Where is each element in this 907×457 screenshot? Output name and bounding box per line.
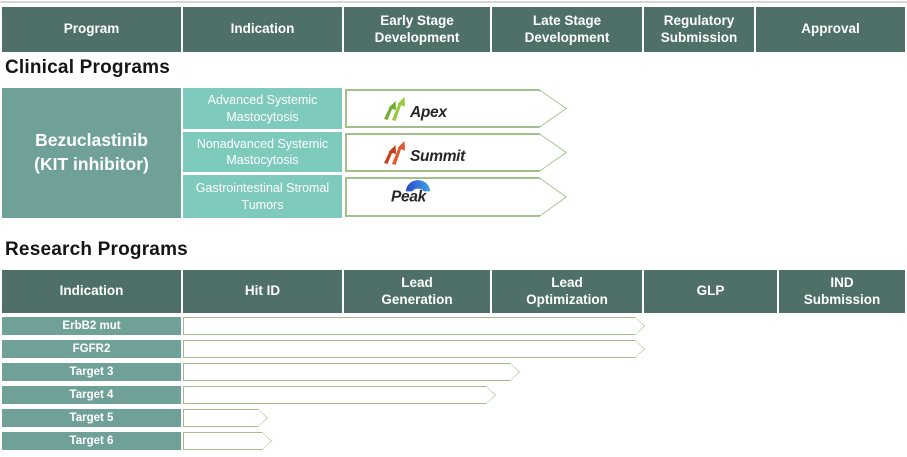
apex-peaks-icon (383, 97, 409, 121)
summit-trial-logo: Summit (383, 141, 465, 165)
stage-header-program: Program (2, 7, 181, 52)
clinical-programs-title: Clinical Programs (5, 57, 170, 78)
indication-cell-advanced-sm: Advanced Systemic Mastocytosis (183, 88, 342, 129)
research-row-label-target5: Target 5 (2, 409, 181, 427)
apex-arrow-fill (347, 91, 566, 127)
target6-arrow-fill (184, 433, 271, 449)
research-programs-title: Research Programs (5, 239, 188, 260)
research-row-label-target4: Target 4 (2, 386, 181, 404)
stage-header-late-stage: Late Stage Development (492, 7, 642, 52)
target5-arrow-fill (184, 410, 267, 426)
summit-peaks-icon (383, 141, 409, 165)
apex-trial-logo: Apex (383, 97, 447, 121)
top-border-line (0, 1, 907, 3)
research-header-ind-submission: IND Submission (779, 270, 905, 313)
peak-arrow-fill (347, 179, 566, 216)
apex-trial-name: Apex (410, 104, 447, 121)
target3-progress-arrow (183, 363, 520, 381)
erbb2-arrow-fill (184, 318, 644, 334)
stage-header-indication: Indication (183, 7, 342, 52)
target3-arrow-fill (184, 364, 519, 380)
apex-stage-arrow: Apex (345, 89, 567, 128)
stage-header-approval: Approval (756, 7, 905, 52)
indication-cell-gist: Gastrointestinal Stromal Tumors (183, 175, 342, 218)
research-row-label-fgfr2: FGFR2 (2, 340, 181, 358)
indication-cell-nonadvanced-sm: Nonadvanced Systemic Mastocytosis (183, 132, 342, 172)
target6-progress-arrow (183, 432, 272, 450)
peak-arch-icon (404, 179, 432, 192)
research-header-lead-generation: Lead Generation (344, 270, 490, 313)
research-row-label-target6: Target 6 (2, 432, 181, 450)
research-header-indication: Indication (2, 270, 181, 313)
target4-arrow-fill (184, 387, 495, 403)
stage-header-regulatory: Regulatory Submission (644, 7, 754, 52)
fgfr2-arrow-fill (184, 341, 644, 357)
summit-arrow-fill (347, 135, 566, 171)
target4-progress-arrow (183, 386, 496, 404)
target5-progress-arrow (183, 409, 268, 427)
peak-stage-arrow: Peak (345, 177, 567, 217)
fgfr2-progress-arrow (183, 340, 645, 358)
research-header-lead-optimization: Lead Optimization (492, 270, 642, 313)
peak-trial-name: Peak (391, 188, 426, 206)
research-row-label-target3: Target 3 (2, 363, 181, 381)
program-cell-bezuclastinib: Bezuclastinib (KIT inhibitor) (2, 88, 181, 218)
research-row-label-erbb2: ErbB2 mut (2, 317, 181, 335)
stage-header-early-stage: Early Stage Development (344, 7, 490, 52)
summit-stage-arrow: Summit (345, 133, 567, 172)
summit-trial-name: Summit (410, 148, 466, 165)
research-header-hit-id: Hit ID (183, 270, 342, 313)
research-header-glp: GLP (644, 270, 777, 313)
peak-trial-logo: Peak (391, 189, 426, 205)
erbb2-progress-arrow (183, 317, 645, 335)
